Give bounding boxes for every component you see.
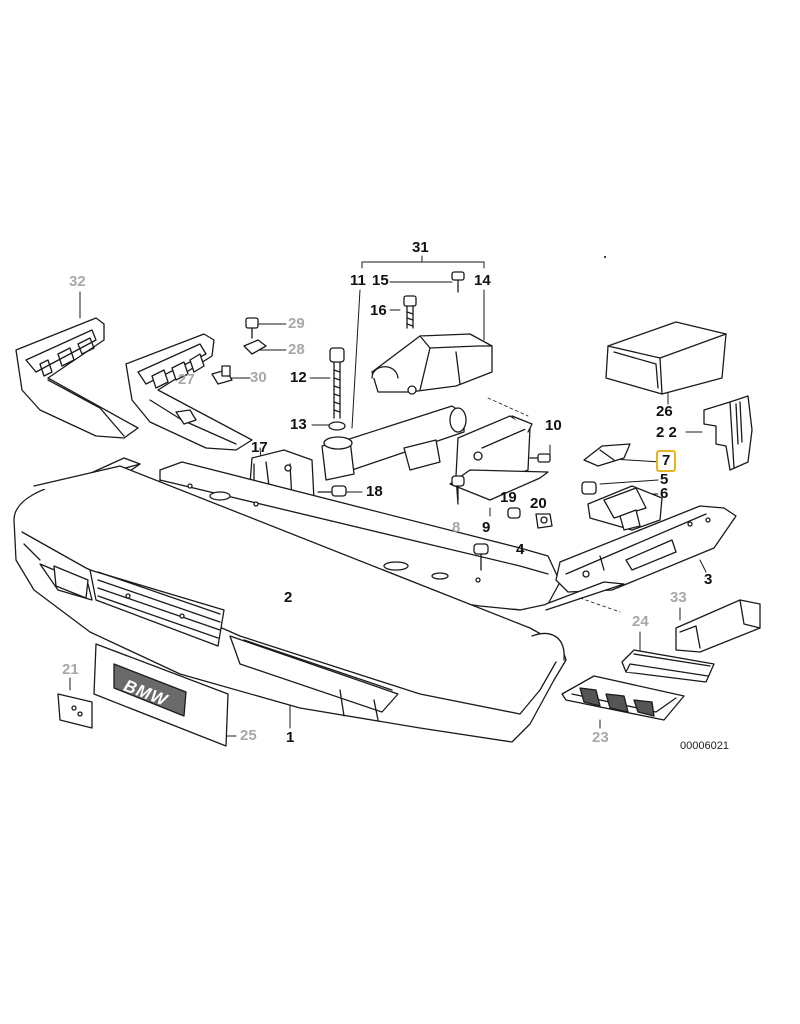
- callout-21: 21: [62, 661, 79, 678]
- callout-26: 26: [656, 403, 673, 420]
- callout-2: 2: [284, 589, 293, 606]
- callout-30: 30: [250, 369, 267, 386]
- part-16-bolt: [403, 295, 417, 329]
- callout-8: 8: [452, 519, 461, 536]
- part-23-fog-grille: [561, 675, 685, 721]
- part-18-screw: [317, 485, 347, 497]
- callout-23: 23: [592, 729, 609, 746]
- part-12-bolt: [328, 347, 346, 431]
- part-7-clip: [583, 443, 631, 467]
- part-27-corner-trim: [125, 333, 253, 451]
- part-25-plate-holder: [93, 643, 229, 747]
- callout-27: 27: [178, 371, 195, 388]
- part-9-bracket-assembly: [449, 415, 549, 505]
- callout-7-highlighted: 7: [656, 450, 677, 472]
- callout-12: 12: [290, 369, 307, 386]
- callout-18: 18: [366, 483, 383, 500]
- guide-lines: [487, 397, 621, 613]
- callout-20: 20: [530, 495, 547, 512]
- callout-24: 24: [632, 613, 649, 630]
- callout-25: 25: [240, 727, 257, 744]
- part-21-small-plate: [57, 693, 93, 729]
- callout-32: 32: [69, 273, 86, 290]
- part-33-air-duct: [675, 599, 761, 653]
- callout-13: 13: [290, 416, 307, 433]
- callout-1: 1: [286, 729, 295, 746]
- callout-16: 16: [370, 302, 387, 319]
- callout-31: 31: [412, 239, 429, 256]
- part-5-6-guides: [581, 481, 663, 531]
- callout-19: 19: [500, 489, 517, 506]
- parts-29-28-30-fasteners: [211, 317, 267, 385]
- callout-17: 17: [251, 439, 268, 456]
- callout-11: 11: [350, 272, 366, 289]
- guide-dot: [604, 256, 606, 258]
- part-10-screw: [529, 453, 551, 463]
- part-3-side-guide: [545, 505, 737, 611]
- callout-6: 6: [660, 485, 669, 502]
- callout-33: 33: [670, 589, 687, 606]
- parts-19-20-nuts: [507, 507, 553, 529]
- part-1-bumper-cover: [13, 457, 567, 743]
- callout-15: 15: [372, 272, 389, 289]
- part-4-screw: [473, 543, 489, 571]
- callout-29: 29: [288, 315, 305, 332]
- part-26-box: [605, 321, 727, 395]
- callout-10: 10: [545, 417, 562, 434]
- part-32-corner-trim: [15, 317, 139, 439]
- part-22-bracket: [703, 395, 753, 471]
- callout-22: 2 2: [656, 424, 677, 441]
- part-14-mount-bracket: [371, 333, 493, 395]
- part-11-absorber-tube: [321, 405, 467, 481]
- part-15-screw: [451, 271, 465, 293]
- callout-28: 28: [288, 341, 305, 358]
- callout-4: 4: [516, 541, 525, 558]
- callout-3: 3: [704, 571, 713, 588]
- callout-5: 5: [660, 471, 669, 488]
- part-8-screw: [451, 475, 465, 501]
- callout-9: 9: [482, 519, 491, 536]
- callout-14: 14: [474, 272, 491, 289]
- drawing-reference-number: 00006021: [680, 740, 729, 752]
- part-24-side-grille: [621, 649, 715, 683]
